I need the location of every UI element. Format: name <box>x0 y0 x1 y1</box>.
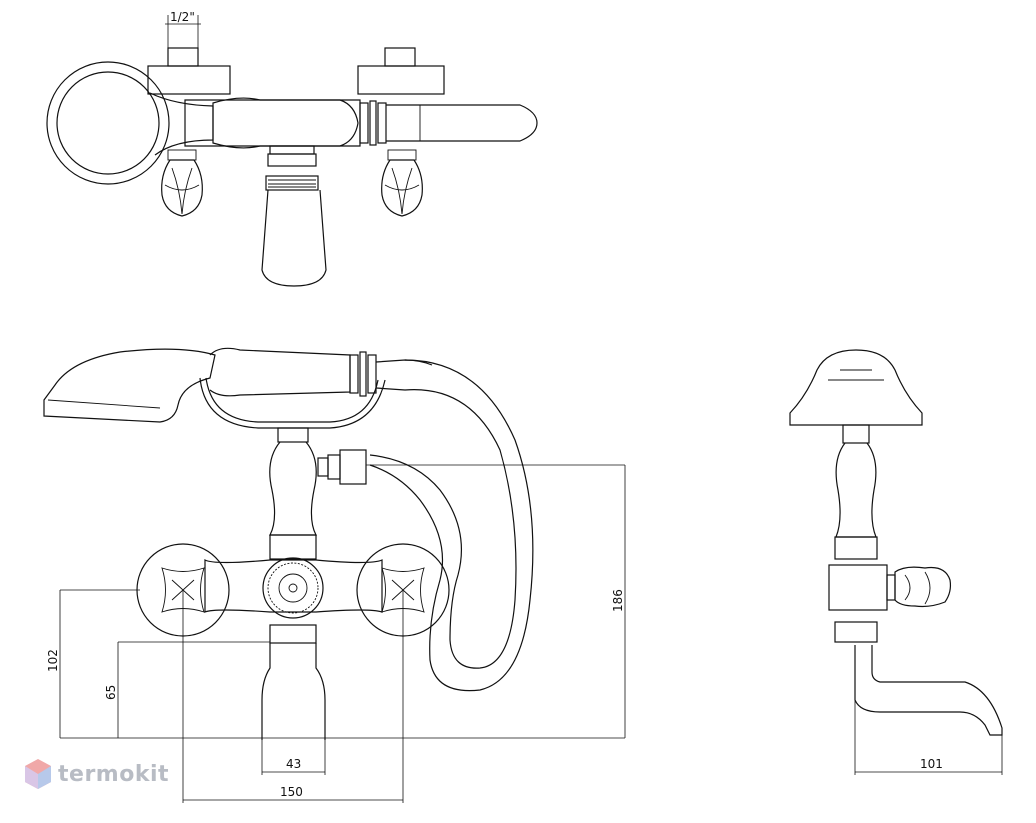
dim-inlet-thread: 1/2" <box>170 10 195 24</box>
dim-height-overall: 186 <box>611 589 625 612</box>
top-right-handle <box>381 149 423 217</box>
top-left-handle <box>161 149 203 217</box>
dim-height-spout: 65 <box>104 685 118 700</box>
dim-spout-width: 43 <box>286 757 301 771</box>
dim-centers: 150 <box>280 785 303 799</box>
dim-spout-projection: 101 <box>920 757 943 771</box>
top-view: 1/2" <box>46 10 538 287</box>
watermark-text: termokit <box>58 761 170 787</box>
diverter-knob <box>262 557 324 619</box>
front-view: 102 65 186 43 150 <box>43 347 626 803</box>
dim-height-handles: 102 <box>46 649 60 672</box>
side-view: 101 <box>789 349 1003 775</box>
watermark-logo: termokit <box>24 758 169 790</box>
hexagon-logo-icon <box>25 759 51 789</box>
